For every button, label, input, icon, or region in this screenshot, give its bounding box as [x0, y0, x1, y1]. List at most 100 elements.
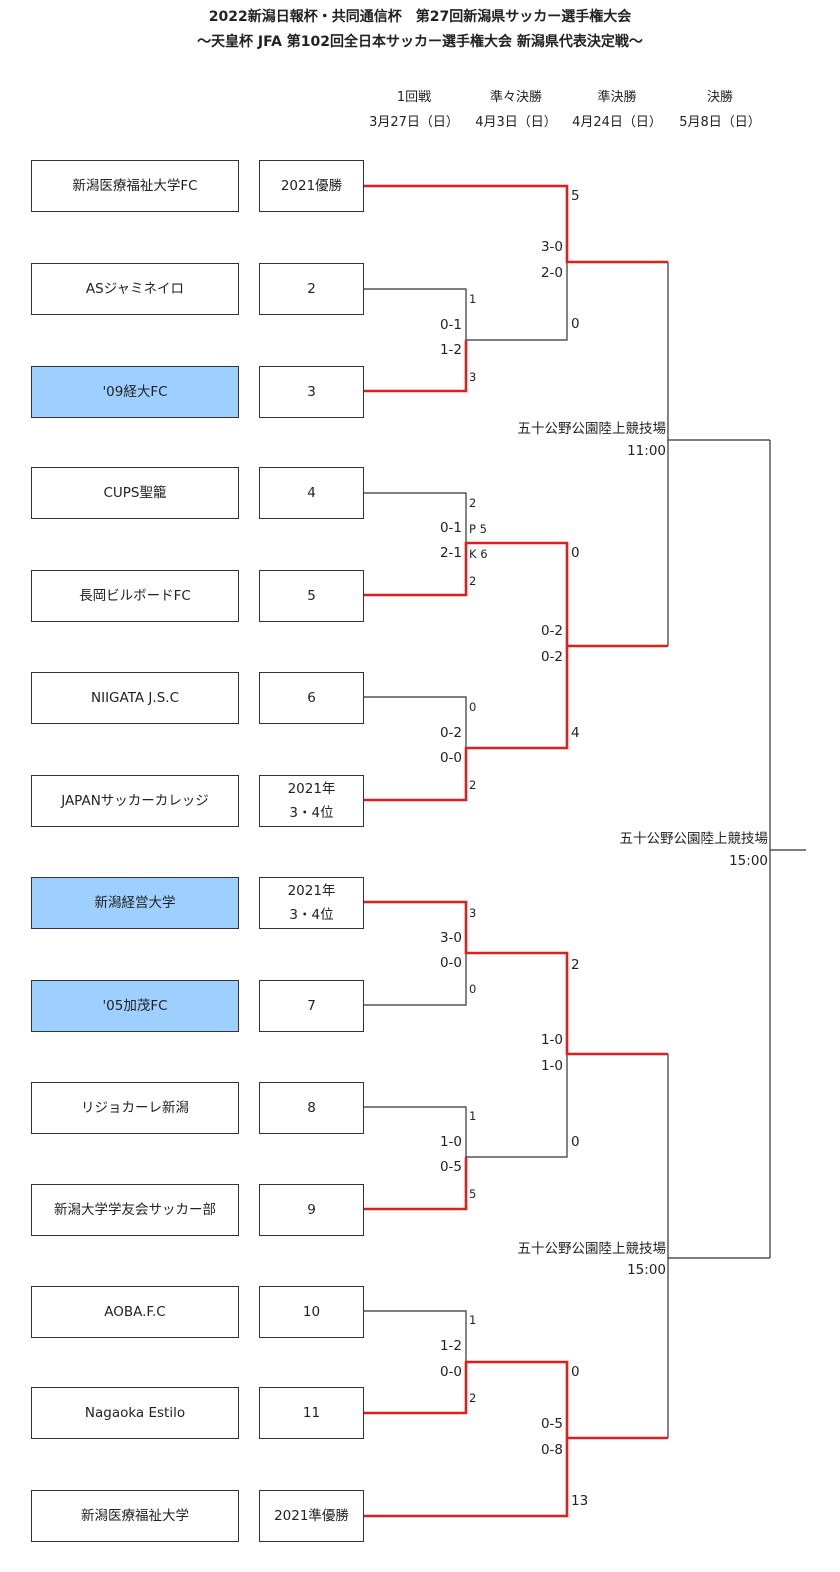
half-score: 3-0 [439, 930, 462, 946]
goal-count: 5 [469, 1187, 477, 1201]
winner-path [364, 184, 668, 264]
bracket-line [364, 953, 467, 1006]
pk-score: K 6 [469, 547, 488, 561]
half-score: 0-1 [439, 317, 462, 333]
goal-count: 2 [469, 1391, 477, 1405]
half-score: 1-0 [439, 1134, 462, 1150]
goal-count: 0 [469, 982, 477, 996]
goal-count: 0 [571, 316, 580, 332]
team-name-box: 新潟経営大学 [31, 877, 239, 929]
seed-box: 9 [259, 1184, 364, 1236]
round-date: 3月27日（日） [369, 115, 459, 130]
half-score: 0-0 [439, 750, 462, 766]
match-time: 11:00 [627, 443, 666, 459]
goal-count: 0 [571, 1364, 580, 1380]
seed-box: 7 [259, 980, 364, 1032]
team-name-box: 新潟医療福祉大学 [31, 1490, 239, 1542]
winner-path [364, 1360, 668, 1440]
round-name: 決勝 [706, 90, 733, 105]
winner-path [364, 340, 468, 393]
half-score: 3-0 [540, 239, 563, 255]
tournament-subtitle: ～天皇杯 JFA 第102回全日本サッカー選手権大会 新潟県代表決定戦～ [197, 34, 643, 50]
tournament-title: 2022新潟日報杯・共同通信杯 第27回新潟県サッカー選手権大会 [208, 9, 632, 25]
goal-count: 0 [571, 1134, 580, 1150]
seed-box: 2 [259, 263, 364, 315]
seed-box: 11 [259, 1387, 364, 1439]
half-score: 1-2 [439, 1338, 462, 1354]
bracket-line [364, 696, 467, 748]
bracket-line [667, 1054, 770, 1259]
bracket-line [769, 440, 806, 851]
round-date: 4月3日（日） [475, 115, 557, 130]
seed-box: 2021年 3・4位 [259, 775, 364, 827]
half-score: 1-0 [540, 1032, 563, 1048]
team-name-box: AOBA.F.C [31, 1286, 239, 1338]
winner-path [364, 900, 668, 1056]
winner-lines [364, 184, 668, 1518]
venue-label: 五十公野公園陸上競技場 [517, 1241, 667, 1257]
team-name-box: '09経大FC [31, 366, 239, 418]
seed-box: 2021優勝 [259, 160, 364, 212]
goal-count: 1 [469, 1109, 477, 1123]
round-name: 1回戦 [396, 90, 432, 105]
winner-path [364, 541, 668, 648]
goal-count: 0 [571, 545, 580, 561]
team-name-box: 新潟大学学友会サッカー部 [31, 1184, 239, 1236]
half-score: 0-5 [540, 1416, 563, 1432]
team-name-box: 新潟医療福祉大学FC [31, 160, 239, 212]
half-score: 2-0 [540, 265, 563, 281]
half-score: 2-1 [439, 545, 462, 561]
team-name-box: JAPANサッカーカレッジ [31, 775, 239, 827]
seed-box: 8 [259, 1082, 364, 1134]
seed-box: 10 [259, 1286, 364, 1338]
goal-count: 2 [469, 778, 477, 792]
half-score: 0-1 [439, 520, 462, 536]
bracket-line [364, 492, 467, 543]
goal-count: 2 [469, 574, 477, 588]
goal-count: 13 [571, 1493, 589, 1509]
match-time: 15:00 [729, 853, 768, 869]
match-time: 15:00 [627, 1262, 666, 1278]
half-score: 0-2 [439, 725, 462, 741]
winner-path [364, 1157, 468, 1211]
pk-score: P 5 [469, 522, 487, 536]
team-name-box: NIIGATA J.S.C [31, 672, 239, 724]
goal-count: 3 [469, 370, 477, 384]
team-name-box: リジョカーレ新潟 [31, 1082, 239, 1134]
seed-box: 3 [259, 366, 364, 418]
bracket-line [466, 262, 568, 341]
team-name-box: ASジャミネイロ [31, 263, 239, 315]
winner-path [364, 646, 569, 802]
team-name-box: 長岡ビルボードFC [31, 570, 239, 622]
team-name-box: '05加茂FC [31, 980, 239, 1032]
venue-label: 五十公野公園陸上競技場 [619, 831, 769, 847]
half-score: 1-2 [439, 342, 462, 358]
round-date: 5月8日（日） [679, 115, 761, 130]
goal-count: 1 [469, 292, 477, 306]
half-score: 0-5 [439, 1159, 462, 1175]
bracket-line [667, 262, 770, 441]
bracket-line [364, 1310, 467, 1362]
winner-path [364, 1438, 569, 1518]
seed-box: 5 [259, 570, 364, 622]
goal-count: 3 [469, 906, 477, 920]
goal-count: 2 [469, 496, 477, 510]
venue-label: 五十公野公園陸上競技場 [517, 421, 667, 437]
round-name: 準々決勝 [489, 90, 542, 105]
half-score: 0-2 [540, 623, 563, 639]
seed-box: 2021年 3・4位 [259, 877, 364, 929]
seed-box: 2021準優勝 [259, 1490, 364, 1542]
bracket-line [364, 288, 467, 340]
half-score: 1-0 [540, 1058, 563, 1074]
team-name-box: CUPS聖籠 [31, 467, 239, 519]
goal-count: 4 [571, 725, 580, 741]
seed-box: 4 [259, 467, 364, 519]
half-score: 0-0 [439, 1364, 462, 1380]
team-name-box: Nagaoka Estilo [31, 1387, 239, 1439]
round-date: 4月24日（日） [572, 115, 662, 130]
bracket-line [364, 1106, 467, 1157]
half-score: 0-2 [540, 649, 563, 665]
half-score: 0-8 [540, 1442, 563, 1458]
bracket-line [466, 1054, 568, 1158]
